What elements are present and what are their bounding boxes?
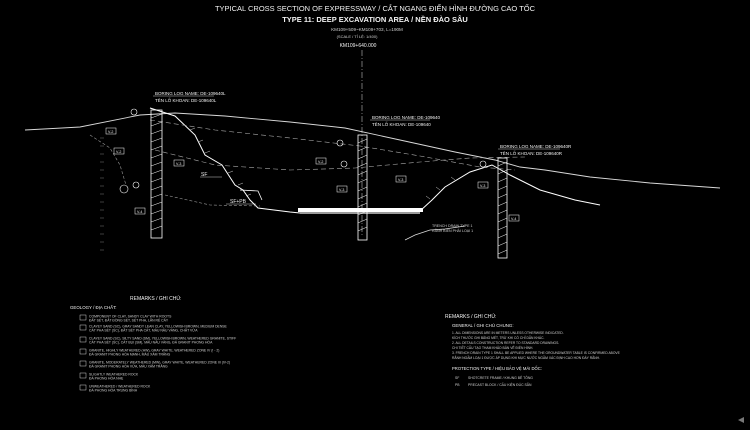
protection-text: PRECAST BLOCK / CẤU KIỆN ĐÚC SẴN (468, 382, 532, 387)
general-note: 2. ALL DETAILS CONSTRUCTION REFER TO STA… (452, 341, 559, 345)
original-ground-line (24, 112, 721, 189)
general-note: CHI TIẾT CẤU TẠO THAM KHẢO BẢN VẼ ĐIỂN H… (452, 345, 533, 350)
geology-item-text: CLAYEY SAND (SC), SILTY SAND (SM), YELLO… (89, 337, 236, 341)
geology-item-text: GRANITE, HIGHLY WEATHERED (HW), GRAY WHI… (89, 349, 219, 353)
geology-item-text: SLIGHTLY WEATHERED ROCK (89, 373, 139, 377)
borehole-right-name-vi: TÊN LỖ KHOAN: DE-109640R (500, 149, 563, 156)
slope-hatching (189, 127, 456, 200)
geology-item-vi: ĐÁ PHONG HÓA NHẸ (89, 376, 124, 381)
remarks-left-subtitle: GEOLOGY / ĐỊA CHẤT: (70, 305, 117, 310)
geology-item-text: UNWEATHERED / WEATHERED ROCK (89, 385, 151, 389)
sf-label: SF (201, 172, 207, 178)
drawing-title-line2: TYPE 11: DEEP EXCAVATION AREA / NỀN ĐÀO … (282, 14, 468, 24)
layer-tag: V-3 (398, 178, 403, 182)
geology-legend: COMPONENT OF CLAY, SANDY CLAY WITH ROOTS… (79, 315, 236, 393)
general-note: 1. ALL DIMENSIONS ARE IN METERS UNLESS O… (452, 331, 564, 335)
geology-item-text: CLAYEY SAND (SC), GRAY SANDY LEAN CLAY, … (89, 325, 228, 329)
general-note: RÃNH NGẦM LOẠI 1 ĐƯỢC ÁP DỤNG KHI MỰC NƯ… (452, 355, 600, 360)
borehole-left-name-vi: TÊN LỖ KHOAN: DE-109640L (155, 96, 217, 103)
layer-tag: V-3 (480, 184, 485, 188)
layer-boundary-4 (89, 134, 127, 186)
protection-code: SF (455, 376, 459, 380)
geology-item-text: COMPONENT OF CLAY, SANDY CLAY WITH ROOTS (89, 315, 172, 319)
layer-boundary-3 (164, 194, 261, 207)
layer-tag: V-4 (511, 217, 516, 221)
general-note: 3. FRENCH DRAIN TYPE 1 SHALL BE APPLIED … (452, 351, 621, 355)
trench-drain-label-vi: RÃNH BIÊN PHẢI LOẠI 1 (432, 228, 473, 233)
protection-code: PB (455, 383, 460, 387)
geology-item-vi: CÁT PHA SÉT (SC), ĐẤT SÉT PHA CÁT, MÀU N… (89, 328, 198, 333)
geology-item-vi: CÁT PHA SÉT (SC), CÁT BỤI (SM), MÀU NÂU … (89, 340, 213, 345)
borehole-center-name-vi: TÊN LỖ KHOAN: DE-109640 (372, 120, 431, 127)
drawing-title-line1: TYPICAL CROSS SECTION OF EXPRESSWAY / CẮ… (215, 3, 536, 13)
borehole-left-name: BORING LOG NAME: DE-109640L (155, 91, 226, 96)
trench-drain-line (404, 225, 466, 241)
left-tick-marks (100, 137, 104, 251)
remarks-left-title: REMARKS / GHI CHÚ: (130, 295, 181, 302)
slope-berm (239, 189, 263, 201)
station-label: KM109+640.000 (340, 43, 377, 49)
layer-boundary-2 (149, 119, 516, 171)
borehole-center (357, 134, 368, 241)
layer-tag: V-2 (318, 160, 323, 164)
borehole-right (497, 157, 508, 259)
layer-tag: V-3 (176, 162, 181, 166)
geology-item-vi: ĐÁ GRANIT PHONG HÓA VỪA, MÀU XÁM TRẮNG (89, 364, 168, 369)
remarks-right-subtitle: GENERAL / GHI CHÚ CHUNG: (452, 323, 514, 328)
protection-text: SHOTCRETE FRAME / KHUNG BÊ TÔNG (468, 375, 533, 380)
general-note: KÍCH THƯỚC GHI BẰNG MÉT, TRỪ KHI CÓ CHỈ … (452, 335, 544, 340)
layer-tag: V-2 (116, 150, 121, 154)
borehole-left (150, 109, 163, 239)
layer-tags: V-2 V-3 V-4 V-2 V-3 V-3 V-4 V-2 V-3 (105, 127, 520, 222)
layer-tag: V-2 (108, 130, 113, 134)
corner-arrow-icon (738, 417, 744, 423)
remarks-right-title: REMARKS / GHI CHÚ: (445, 313, 496, 320)
marker-circles (119, 108, 487, 194)
protection-legend: SF SHOTCRETE FRAME / KHUNG BÊ TÔNG PB PR… (455, 375, 533, 387)
geology-item-text: GRANITE, MODERATELY WEATHERED (MW), GRAY… (89, 361, 230, 365)
layer-boundary-1 (154, 149, 526, 171)
protection-title: PROTECTION TYPE / HIỆU BẢO VỆ MÁI DỐC: (452, 366, 542, 371)
pavement-structure (298, 208, 423, 212)
chainage-range: KM109+509~KM109+703, L=190M (331, 27, 403, 32)
general-notes: 1. ALL DIMENSIONS ARE IN METERS UNLESS O… (452, 331, 621, 360)
trench-drain-label: TRENCH DRAIN TYPE 1 (432, 224, 472, 228)
geology-item-vi: ĐÁ GRANIT PHONG HÓA MẠNH, MÀU XÁM TRẮNG (89, 352, 171, 357)
sf-pb-label: SF+PB (230, 199, 247, 205)
layer-tag: V-3 (339, 188, 344, 192)
borehole-center-name: BORING LOG NAME: DE-109640 (372, 115, 441, 120)
borehole-right-name: BORING LOG NAME: DE-109640R (500, 144, 572, 149)
geology-item-vi: ĐÁ PHONG HÓA TRUNG BÌNH (89, 388, 138, 393)
geology-item-vi: ĐẤT SÉT, ĐẤT ĐỒNG SÉT, SÉT PHA, LẪN RỄ C… (89, 318, 169, 323)
scale-note: (SCALE / TỈ LỆ: 1/400) (337, 34, 379, 39)
layer-tag: V-4 (137, 210, 142, 214)
pavement-base (300, 212, 420, 214)
